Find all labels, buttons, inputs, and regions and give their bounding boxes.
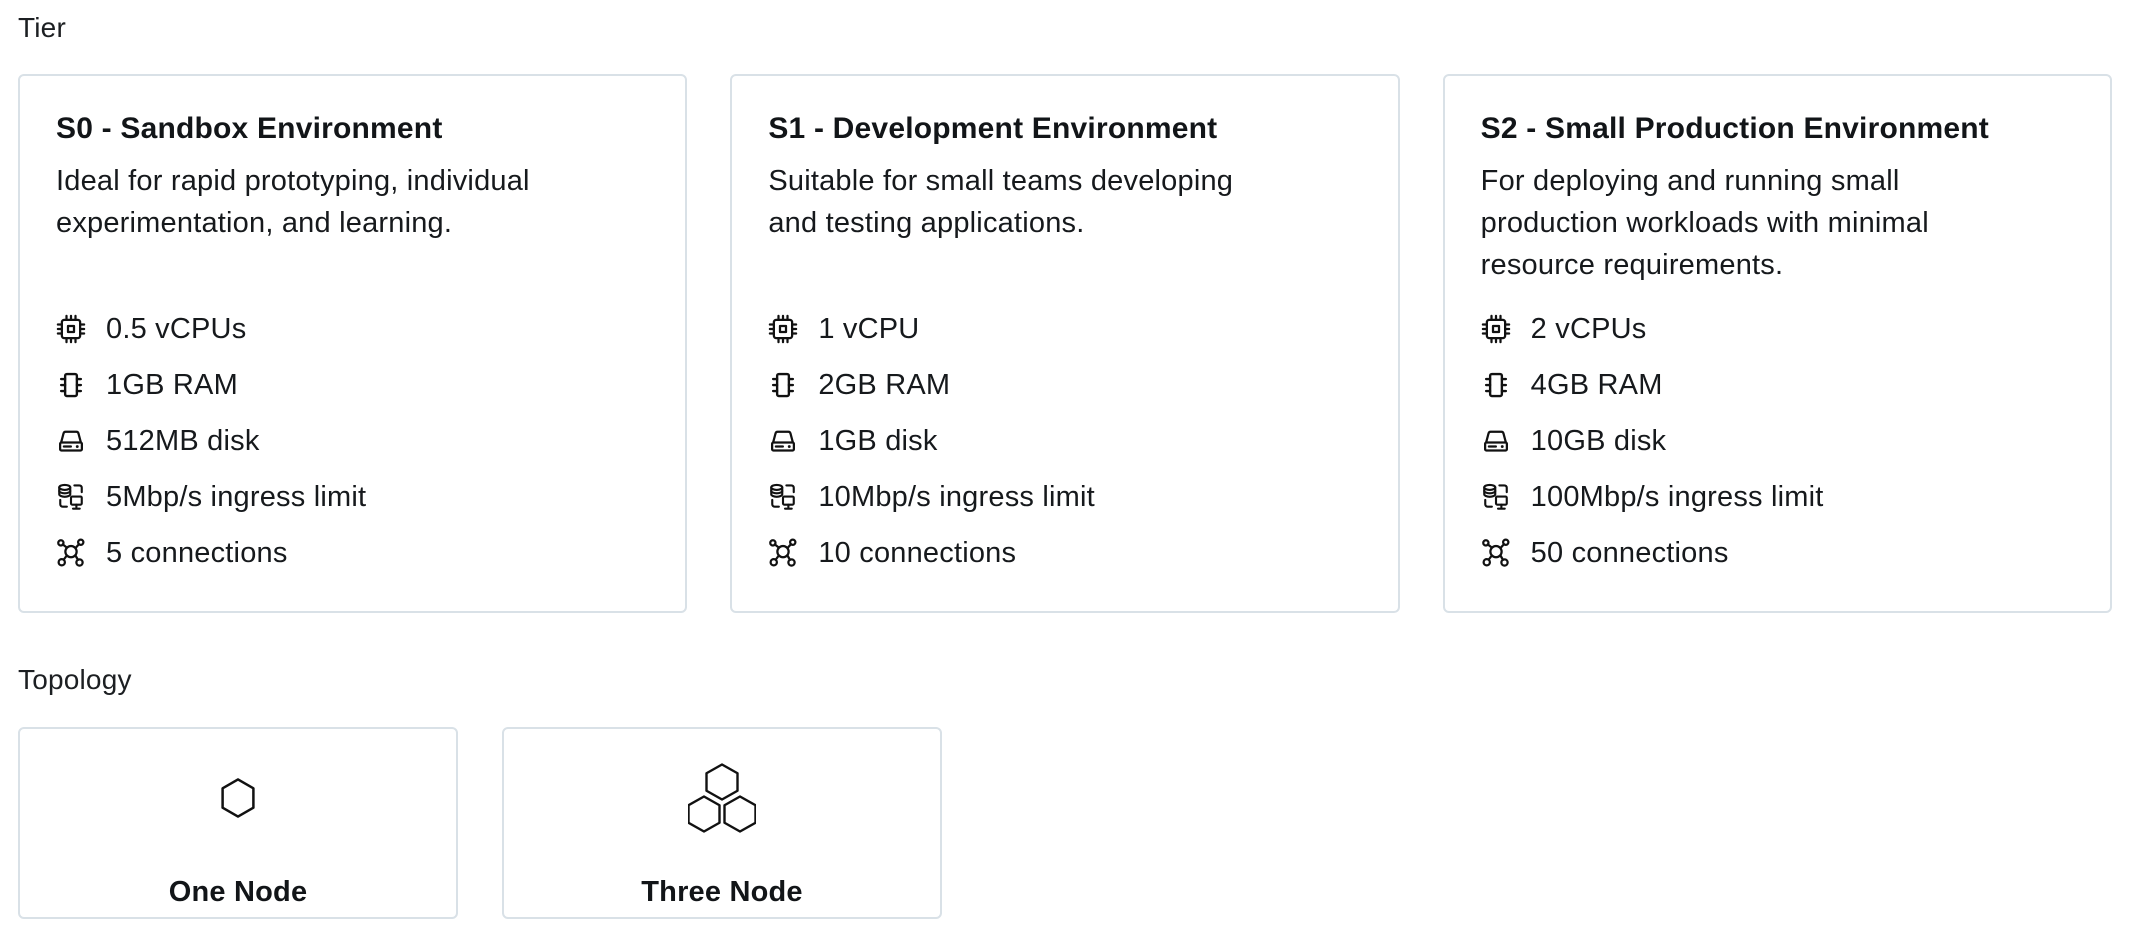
topology-card-label: Three Node [641, 876, 803, 908]
ingress-icon [768, 482, 798, 512]
tier-card-description: Suitable for small teams developing and … [768, 165, 1234, 239]
connections-icon [768, 538, 798, 568]
disk-icon [1481, 426, 1511, 456]
tier-card-s2[interactable]: S2 - Small Production Environment For de… [1442, 74, 2112, 613]
spec-text: 4GB RAM [1530, 368, 1663, 401]
spec-row: 0.5 vCPUs [56, 301, 649, 357]
disk-icon [56, 426, 86, 456]
spec-text: 100Mbp/s ingress limit [1530, 480, 1824, 513]
spec-row: 2 vCPUs [1481, 301, 2074, 357]
spec-list: 2 vCPUs 4GB RAM 10GB disk 100Mbp/s ingre… [1481, 301, 2074, 581]
ingress-icon [1481, 482, 1511, 512]
spec-row: 50 connections [1481, 525, 2074, 581]
connections-icon [56, 538, 86, 568]
topology-card-one-node[interactable]: One Node [18, 727, 458, 919]
spec-row: 10GB disk [1481, 413, 2074, 469]
cpu-icon [768, 314, 798, 344]
spec-text: 512MB disk [106, 424, 260, 457]
spec-text: 1GB disk [818, 424, 938, 457]
cpu-icon [1481, 314, 1511, 344]
spec-row: 2GB RAM [768, 357, 1361, 413]
tier-card-title: S2 - Small Production Environment [1480, 112, 1989, 145]
ingress-icon [56, 482, 86, 512]
spec-row: 1GB RAM [56, 357, 649, 413]
topology-card-row: One Node Three Node [18, 727, 2112, 919]
tier-card-description: Ideal for rapid prototyping, individual … [56, 165, 530, 239]
spec-row: 10Mbp/s ingress limit [768, 469, 1361, 525]
spec-text: 0.5 vCPUs [106, 312, 247, 345]
tier-section-label: Tier [18, 12, 66, 43]
spec-list: 1 vCPU 2GB RAM 1GB disk 10Mbp/s ingress … [768, 301, 1361, 581]
tier-card-s0[interactable]: S0 - Sandbox Environment Ideal for rapid… [18, 74, 688, 613]
spec-row: 512MB disk [56, 413, 649, 469]
spec-text: 10 connections [818, 536, 1017, 569]
topology-icon-box [221, 757, 255, 839]
ram-icon [1481, 370, 1511, 400]
spec-text: 1GB RAM [106, 368, 238, 401]
spec-text: 1 vCPU [818, 312, 920, 345]
tier-card-row: S0 - Sandbox Environment Ideal for rapid… [18, 74, 2112, 613]
spec-text: 2GB RAM [818, 368, 951, 401]
tier-card-title: S0 - Sandbox Environment [56, 112, 443, 145]
spec-text: 50 connections [1530, 536, 1729, 569]
spec-row: 1 vCPU [768, 301, 1361, 357]
tier-card-s1[interactable]: S1 - Development Environment Suitable fo… [730, 74, 1400, 613]
topology-card-three-node[interactable]: Three Node [502, 727, 942, 919]
spec-row: 10 connections [768, 525, 1361, 581]
disk-icon [768, 426, 798, 456]
spec-text: 5 connections [106, 536, 288, 569]
one-node-icon [221, 778, 255, 818]
topology-icon-box [688, 757, 756, 839]
topology-section-label: Topology [18, 664, 132, 695]
topology-card-label: One Node [168, 876, 308, 908]
spec-row: 1GB disk [768, 413, 1361, 469]
spec-text: 5Mbp/s ingress limit [106, 480, 367, 513]
spec-text: 10GB disk [1530, 424, 1667, 457]
spec-row: 4GB RAM [1481, 357, 2074, 413]
spec-list: 0.5 vCPUs 1GB RAM 512MB disk 5Mbp/s ingr… [56, 301, 649, 581]
three-node-icon [688, 763, 756, 833]
ram-icon [56, 370, 86, 400]
spec-row: 100Mbp/s ingress limit [1481, 469, 2074, 525]
tier-card-description: For deploying and running small producti… [1480, 165, 1929, 281]
spec-text: 2 vCPUs [1530, 312, 1647, 345]
spec-text: 10Mbp/s ingress limit [818, 480, 1095, 513]
cpu-icon [56, 314, 86, 344]
spec-row: 5 connections [56, 525, 649, 581]
connections-icon [1481, 538, 1511, 568]
tier-card-title: S1 - Development Environment [768, 112, 1218, 145]
spec-row: 5Mbp/s ingress limit [56, 469, 649, 525]
ram-icon [768, 370, 798, 400]
